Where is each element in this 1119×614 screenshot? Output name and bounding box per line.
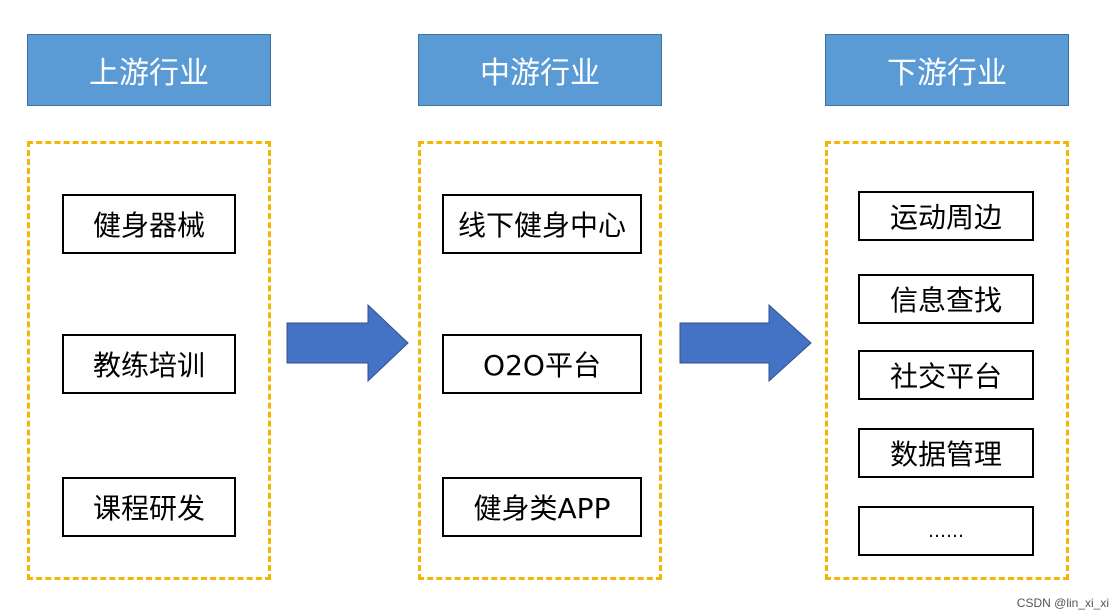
downstream-group <box>825 141 1069 580</box>
upstream-item-2: 教练培训 <box>62 334 236 394</box>
upstream-item-3: 课程研发 <box>62 477 236 537</box>
watermark: CSDN @lin_xi_xi <box>1016 596 1109 610</box>
midstream-header: 中游行业 <box>418 34 662 106</box>
flow-arrow-2 <box>679 304 812 382</box>
downstream-item-3: 社交平台 <box>858 350 1034 400</box>
downstream-item-1: 运动周边 <box>858 191 1034 241</box>
midstream-item-3: 健身类APP <box>442 477 642 537</box>
downstream-item-4: 数据管理 <box>858 428 1034 478</box>
upstream-header: 上游行业 <box>27 34 271 106</box>
upstream-item-1: 健身器械 <box>62 194 236 254</box>
upstream-group <box>27 141 271 580</box>
midstream-item-1: 线下健身中心 <box>442 194 642 254</box>
midstream-group <box>418 141 662 580</box>
downstream-item-2: 信息查找 <box>858 274 1034 324</box>
midstream-item-2: O2O平台 <box>442 334 642 394</box>
downstream-item-5: …… <box>858 506 1034 556</box>
flow-arrow-1 <box>286 304 409 382</box>
downstream-header: 下游行业 <box>825 34 1069 106</box>
